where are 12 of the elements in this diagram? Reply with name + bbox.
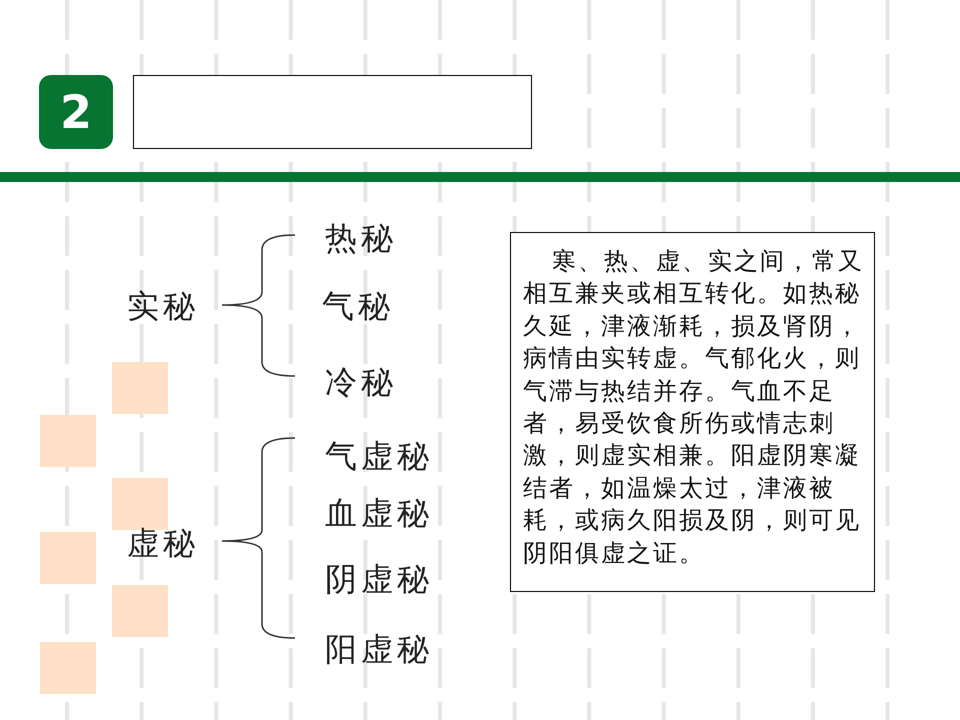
category-label: 实秘: [127, 290, 199, 322]
number-badge: 2: [39, 75, 113, 149]
category-label: 冷秘: [325, 366, 397, 398]
category-label: 虚秘: [127, 527, 199, 559]
text-box: 寒、热、虚、实之间，常又相互兼夹或相互转化。如热秘久延，津液渐耗，损及肾阴，病情由实转虚。气郁化火，则气滞与热结并存。气血不足者，易受饮食所伤或情志刺激，则虚实相兼。阳虚阴寒凝结者，如温燥太过，津液被耗，或病久阳损及阴，则可见阴阳俱虚之证。: [510, 232, 875, 592]
title-box: [133, 75, 532, 149]
category-label: 阴虚秘: [325, 563, 433, 595]
category-label: 气虚秘: [325, 440, 433, 472]
category-label: 气秘: [322, 290, 394, 322]
category-label: 阳虚秘: [325, 633, 433, 665]
category-label: 热秘: [325, 222, 397, 254]
category-label: 血虚秘: [325, 497, 433, 529]
